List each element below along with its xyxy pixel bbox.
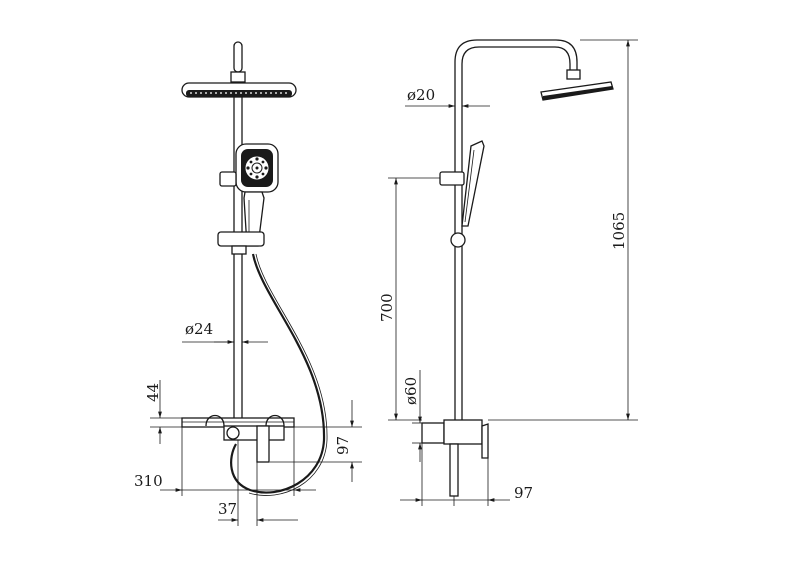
dim-valve-diameter: ø60 <box>402 370 422 462</box>
dim-total-height: 1065 <box>488 39 638 421</box>
dim-pipe-diameter-label: ø20 <box>407 86 435 104</box>
dim-pipe-diameter: ø20 <box>405 86 490 108</box>
slider-holder <box>217 231 265 255</box>
dim-valve-projection-label: 97 <box>514 484 533 502</box>
dim-rod-diameter: ø24 <box>182 320 268 344</box>
dim-bracket-height-label: 700 <box>378 293 396 322</box>
top-pipe-nut <box>230 71 246 83</box>
dim-shelf-height: 44 <box>144 380 184 444</box>
dim-shelf-height-label: 44 <box>144 383 162 402</box>
rain-shower-head <box>181 82 297 98</box>
shower-hose <box>230 253 326 494</box>
front-view: ø24 44 97 310 37 <box>134 41 362 526</box>
side-hand-shower <box>461 140 485 227</box>
side-slider <box>450 232 466 248</box>
top-pipe-stub <box>233 41 243 73</box>
dim-valve-offset: 37 <box>218 440 298 526</box>
mixer-valve <box>205 414 285 463</box>
side-view: ø20 1065 700 ø60 97 <box>378 39 638 506</box>
dim-rod-diameter-label: ø24 <box>185 320 213 338</box>
head-connector <box>566 69 581 80</box>
dim-bracket-height: 700 <box>378 177 440 421</box>
side-mixer-valve <box>421 419 489 506</box>
hand-shower-bracket <box>219 171 237 187</box>
dim-shelf-width-label: 310 <box>134 472 163 490</box>
dim-valve-diameter-label: ø60 <box>402 377 420 405</box>
dim-spout-depth-label: 97 <box>334 436 352 455</box>
dim-valve-projection: 97 <box>400 443 533 506</box>
side-hand-bracket <box>439 171 465 186</box>
dim-total-height-label: 1065 <box>610 212 628 250</box>
side-rain-head <box>540 81 614 101</box>
dim-spout-depth: 97 <box>270 400 362 482</box>
shower-pipe <box>454 39 578 430</box>
dim-valve-offset-label: 37 <box>218 500 237 518</box>
